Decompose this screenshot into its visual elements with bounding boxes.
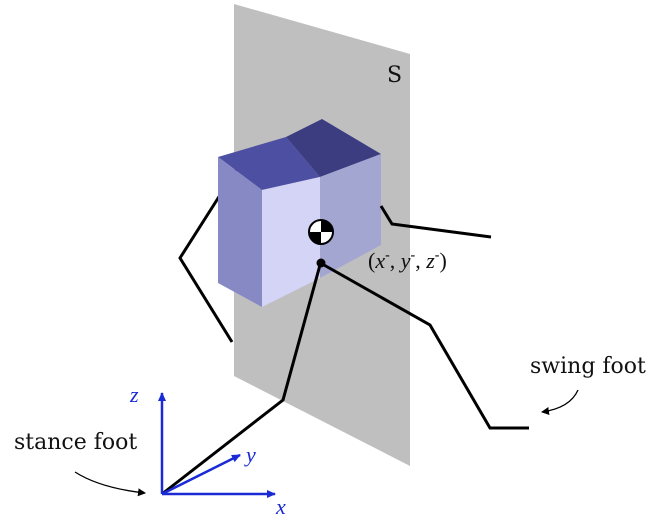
com-y: y [399, 248, 411, 273]
x-axis-label: x [275, 494, 286, 519]
com-z: z [425, 248, 435, 273]
center-of-mass-icon [308, 219, 334, 245]
swing-leg [323, 263, 529, 430]
y-axis-label: y [244, 442, 256, 467]
swing-foot-label: swing foot [530, 354, 646, 379]
stance-foot-arrow [74, 471, 146, 497]
y-axis [161, 453, 241, 496]
com-coordinates-label: (x-, y-, z-) [368, 248, 447, 273]
box-top-right-face [286, 119, 381, 177]
box-front-face [262, 177, 320, 307]
swing-foot-arrow [541, 389, 579, 415]
com-x-sup: - [385, 248, 390, 263]
com-sep-2: , [415, 248, 426, 273]
z-axis-label: z [129, 382, 139, 407]
stance-leg [161, 264, 322, 496]
com-y-sup: - [411, 248, 416, 263]
left-leg [178, 169, 238, 343]
com-sep-1: , [390, 248, 401, 273]
box-left-face [218, 157, 262, 307]
coordinate-axes: z y x [129, 382, 286, 519]
com-close-paren: ) [439, 248, 446, 273]
box-top-left-face [218, 137, 320, 190]
right-arm [379, 205, 492, 239]
com-open-paren: ( [368, 248, 375, 273]
stance-foot-label: stance foot [14, 430, 137, 455]
torso-box [218, 119, 381, 307]
plane-s-label: S [387, 63, 402, 88]
com-x: x [374, 248, 385, 273]
com-z-sup: - [435, 248, 440, 263]
box-right-face [320, 154, 381, 278]
hip-point [316, 258, 326, 268]
